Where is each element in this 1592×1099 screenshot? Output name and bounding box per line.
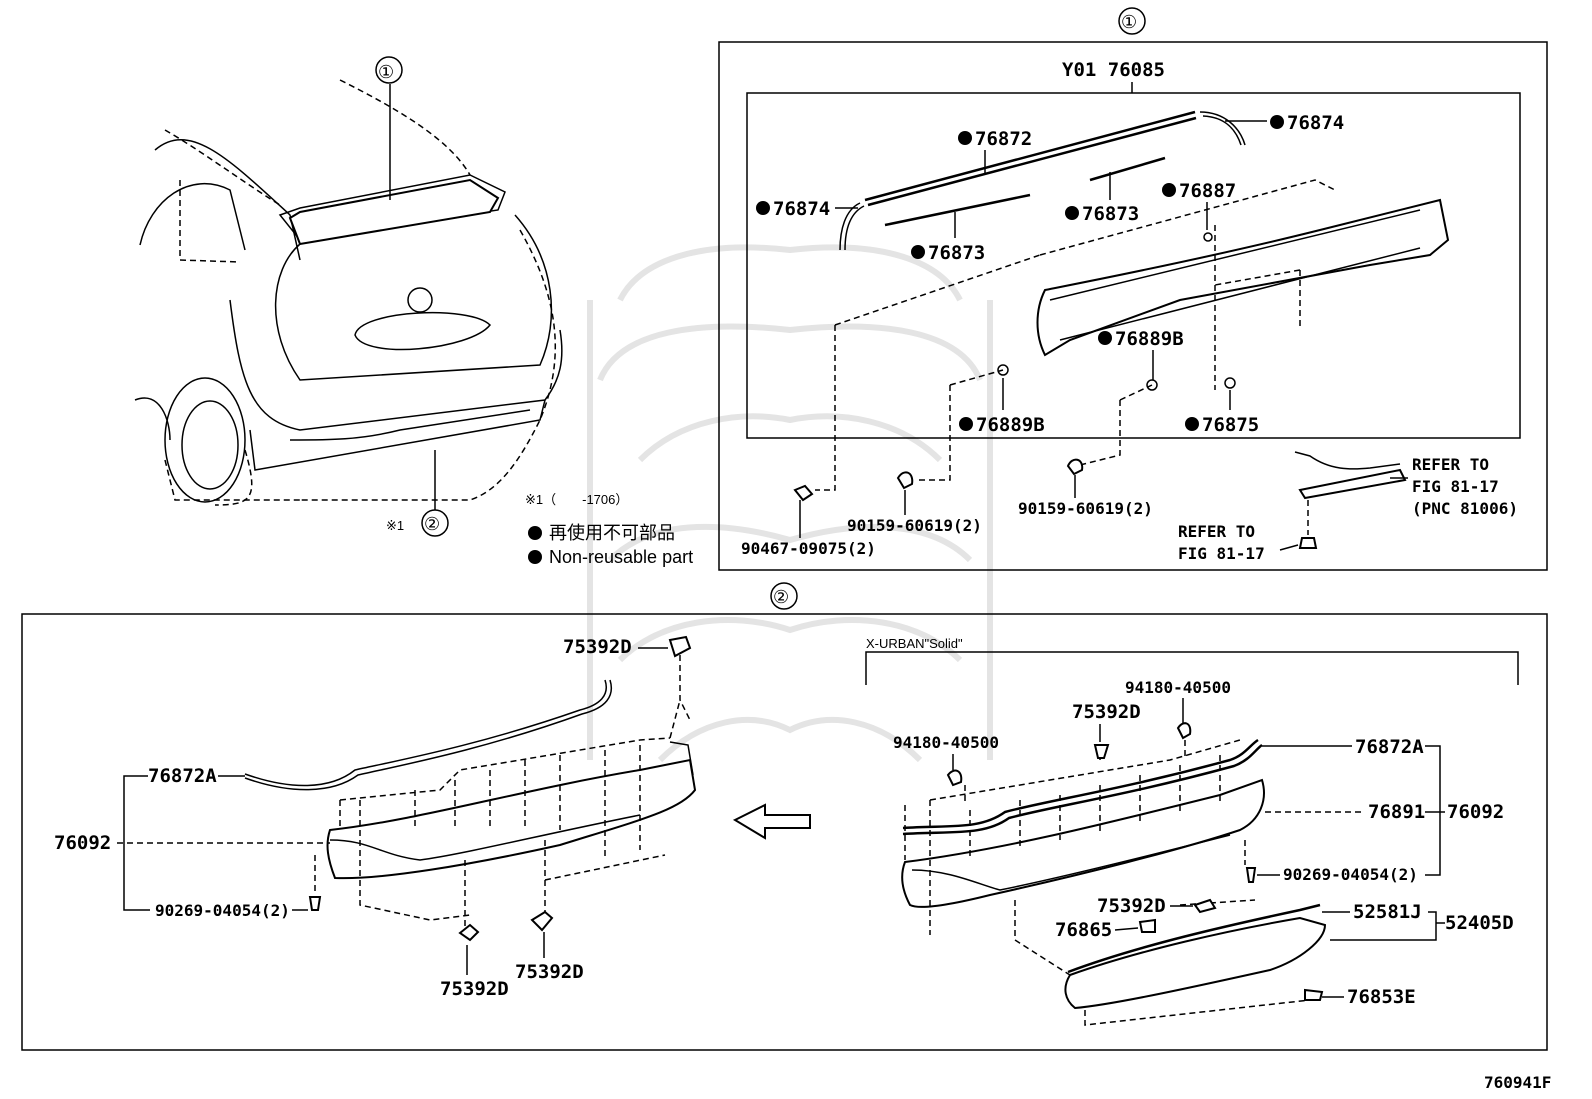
box1-title: Y01 76085	[1062, 59, 1165, 81]
label-76873-left: 76873	[928, 242, 985, 264]
label-left-75392d-top: 75392D	[563, 636, 632, 658]
label-left-76872a: 76872A	[148, 765, 217, 787]
label-76889b-left: 76889B	[976, 414, 1045, 436]
legend-en: Non-reusable part	[549, 547, 693, 567]
label-76873-right: 76873	[1082, 203, 1139, 225]
refer2-line1: REFER TO	[1178, 522, 1255, 541]
label-left-76092: 76092	[54, 832, 111, 854]
legend-jp: 再使用不可部品	[549, 523, 675, 543]
label-right-76872a: 76872A	[1355, 736, 1424, 758]
label-76872: 76872	[975, 128, 1032, 150]
label-left-90269: 90269-04054(2)	[155, 901, 290, 920]
refer1-line2: FIG 81-17	[1412, 477, 1499, 496]
label-76875: 76875	[1202, 414, 1259, 436]
label-right-90269: 90269-04054(2)	[1283, 865, 1418, 884]
note-range: ※1（ -1706）	[525, 492, 628, 507]
note-prefix: ※1	[386, 518, 404, 533]
box1-frame	[718, 41, 1548, 571]
label-76874-right: 76874	[1287, 112, 1344, 134]
box2-left-bumper-art	[244, 635, 811, 942]
label-90159-left: 90159-60619(2)	[847, 516, 982, 535]
box2-frame	[21, 613, 1548, 1051]
label-right-76092: 76092	[1447, 801, 1504, 823]
label-76887: 76887	[1179, 180, 1236, 202]
label-right-76865: 76865	[1055, 919, 1112, 941]
vehicle-rear-view	[134, 79, 563, 510]
refer1-line3: (PNC 81006)	[1412, 499, 1518, 518]
label-right-52581j: 52581J	[1353, 901, 1422, 923]
box1-inner-frame	[746, 92, 1521, 439]
callout-1-vehicle: ①	[378, 62, 394, 82]
box1-callout: ①	[1121, 12, 1137, 32]
label-right-94180-top: 94180-40500	[1125, 678, 1231, 697]
label-right-75392d-mid: 75392D	[1097, 895, 1166, 917]
label-90467: 90467-09075(2)	[741, 539, 876, 558]
refer2-line2: FIG 81-17	[1178, 544, 1265, 563]
label-76889b-right: 76889B	[1115, 328, 1184, 350]
box1-spoiler-art	[793, 110, 1450, 549]
label-left-75392d-b1: 75392D	[440, 978, 509, 1000]
diagram-id: 760941F	[1484, 1073, 1551, 1092]
label-right-52405d: 52405D	[1445, 912, 1514, 934]
label-right-94180-left: 94180-40500	[893, 733, 999, 752]
box2-callout: ②	[773, 587, 789, 607]
watermark-emblem	[587, 244, 993, 763]
label-right-75392d-top: 75392D	[1072, 701, 1141, 723]
label-left-75392d-b2: 75392D	[515, 961, 584, 983]
label-right-76891: 76891	[1368, 801, 1425, 823]
refer1-line1: REFER TO	[1412, 455, 1489, 474]
label-right-76853e: 76853E	[1347, 986, 1416, 1008]
box2-right-bumper-art	[901, 722, 1327, 1026]
label-76874-left: 76874	[773, 198, 830, 220]
callout-2-vehicle: ②	[424, 514, 440, 534]
variant-label: X-URBAN"Solid"	[866, 636, 963, 651]
label-90159-right: 90159-60619(2)	[1018, 499, 1153, 518]
